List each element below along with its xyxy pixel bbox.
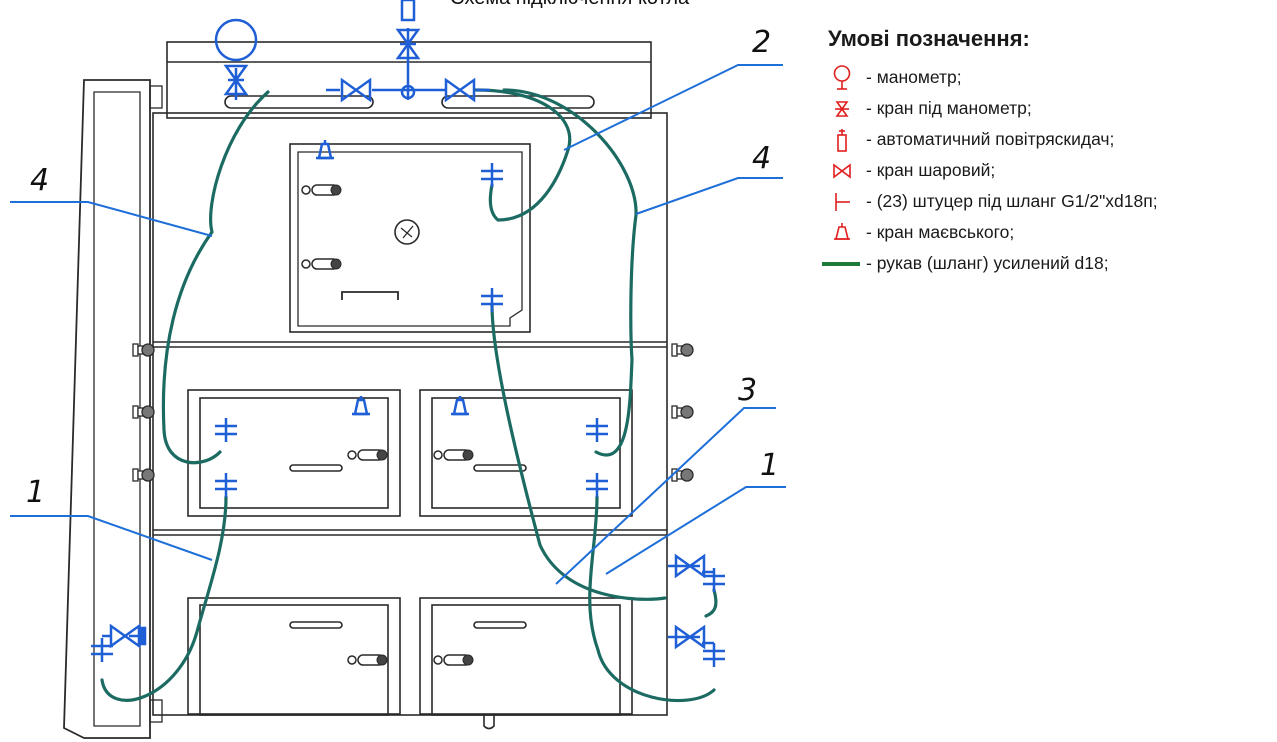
hose-line-icon <box>818 251 866 277</box>
legend-text: - рукав (шланг) усилений d18; <box>866 253 1109 273</box>
legend-title: Умові позначення: <box>828 26 1030 51</box>
air-vent-icon <box>818 127 866 153</box>
legend-text: - кран маєвського; <box>866 222 1015 242</box>
hose-fittings <box>89 161 727 669</box>
legend-text: - кран шаровий; <box>866 160 996 180</box>
reinforced-hoses <box>100 88 718 703</box>
callout-1-left: 1 <box>26 475 45 510</box>
ball-valve-icon <box>818 158 866 184</box>
manometer-valve-icon <box>818 96 866 122</box>
pipe-details <box>102 0 714 646</box>
legend-text: - кран під манометр; <box>866 98 1032 118</box>
callout-leaders <box>10 64 786 585</box>
callout-labels: 4 2 4 3 1 1 <box>26 25 779 510</box>
callout-4-left: 4 <box>30 163 49 198</box>
callout-4-right: 4 <box>752 141 771 176</box>
legend-text: - (23) штуцер під шланг G1/2"xd18п; <box>866 191 1158 211</box>
top-caption: Схема підключення котла <box>450 0 689 10</box>
legend-text: - манометр; <box>866 67 962 87</box>
boiler-drawing: 4 2 4 3 1 1 <box>10 0 786 739</box>
manometer-icon <box>818 64 866 91</box>
side-knobs <box>132 343 694 482</box>
mayevsky-valve-icon <box>818 220 866 246</box>
legend-item: - кран під манометр; <box>818 93 1273 124</box>
boiler-outline <box>63 41 668 739</box>
legend-item: - (23) штуцер під шланг G1/2"xd18п; <box>818 186 1273 217</box>
legend-item: - рукав (шланг) усилений d18; <box>818 248 1273 279</box>
legend-item: - автоматичний повітряскидач; <box>818 124 1273 155</box>
legend: Умові позначення: - манометр; - кран під… <box>818 26 1273 279</box>
legend-item: - кран маєвського; <box>818 217 1273 248</box>
legend-item: - манометр; <box>818 62 1273 93</box>
callout-3: 3 <box>738 373 757 408</box>
mayevsky-valves <box>314 138 471 416</box>
callout-1-right: 1 <box>760 448 779 483</box>
callout-2: 2 <box>752 25 771 60</box>
hose-fitting-icon <box>818 189 866 215</box>
legend-item: - кран шаровий; <box>818 155 1273 186</box>
legend-text: - автоматичний повітряскидач; <box>866 129 1115 149</box>
pipes-and-valves <box>129 28 700 639</box>
ball-valves <box>109 28 706 649</box>
